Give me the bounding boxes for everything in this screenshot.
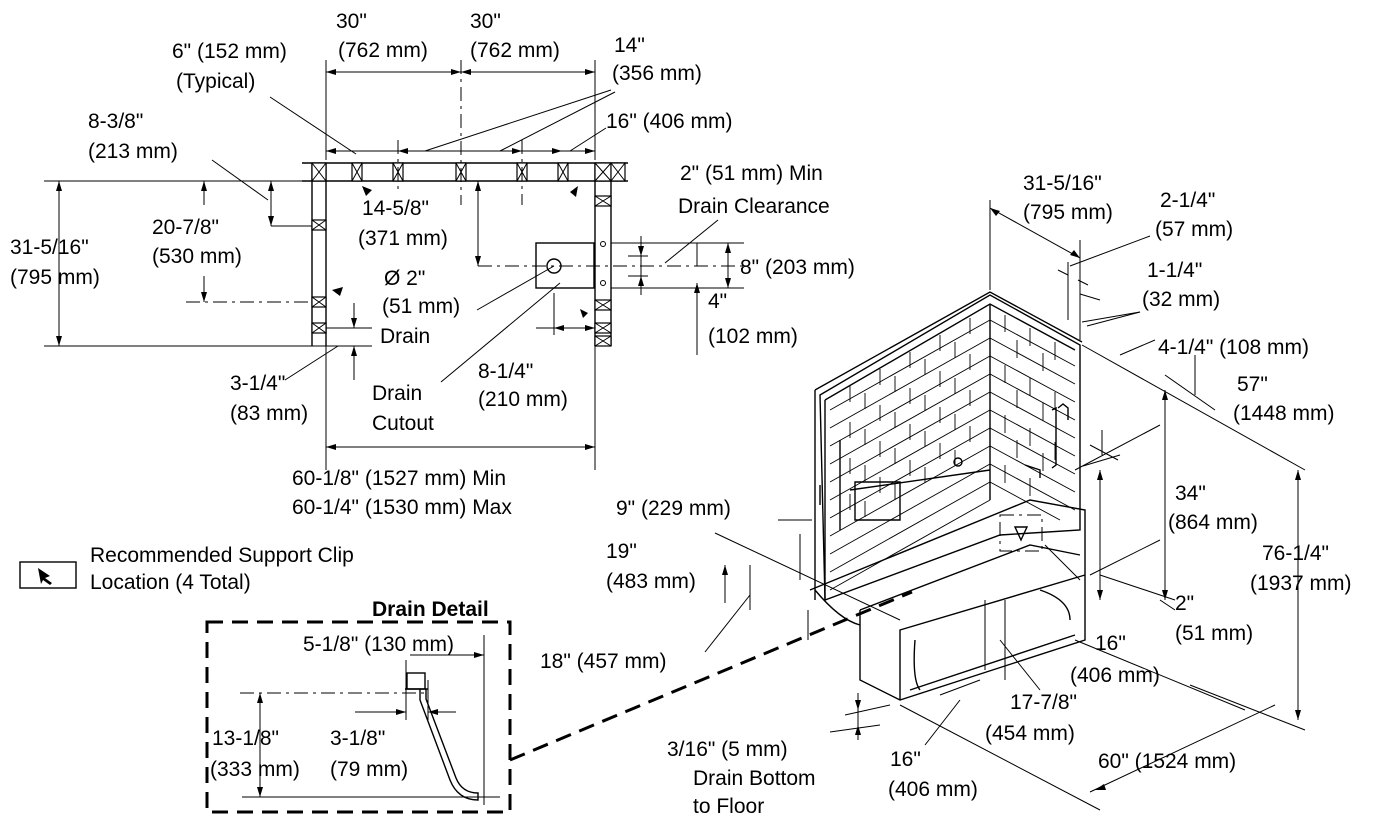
iso-2-mm: (51 mm) — [1175, 622, 1253, 645]
iso-16b-mm: (406 mm) — [888, 778, 978, 801]
detail-dim-5-1-8: 5-1/8" (130 mm) — [303, 633, 454, 656]
iso-3-16-line3: to Floor — [693, 795, 764, 818]
iso-76-1-4: 76-1/4" — [1262, 542, 1329, 565]
dim-4: 4" — [708, 290, 727, 313]
drain-detail-title: Drain Detail — [372, 598, 489, 621]
detail-dim-3-1-8-mm: (79 mm) — [330, 758, 408, 781]
dim-20-7-8-mm: (530 mm) — [152, 245, 242, 268]
dim-14-5-8: 14-5/8" — [362, 197, 429, 220]
iso-dimensions — [704, 200, 1306, 811]
legend-line2: Location (4 Total) — [90, 571, 251, 594]
dim-14: 14" — [614, 34, 645, 57]
dim-8-1-4-mm: (210 mm) — [478, 388, 568, 411]
dim-14-5-8-mm: (371 mm) — [358, 227, 448, 250]
width-min: 60-1/8" (1527 mm) Min — [292, 467, 506, 490]
iso-9: 9" (229 mm) — [616, 497, 731, 520]
clearance-line2: Drain Clearance — [678, 195, 830, 218]
iso-31-5-16: 31-5/16" — [1023, 172, 1102, 195]
legend-line1: Recommended Support Clip — [90, 544, 354, 567]
iso-34: 34" — [1175, 482, 1206, 505]
iso-57-mm: (1448 mm) — [1233, 402, 1335, 425]
iso-4-1-4: 4-1/4" (108 mm) — [1158, 336, 1309, 359]
dim-8: 8" (203 mm) — [740, 256, 855, 279]
iso-57: 57" — [1237, 373, 1268, 396]
iso-17-7-8-mm: (454 mm) — [985, 722, 1075, 745]
iso-3-16: 3/16" (5 mm) — [667, 738, 788, 761]
iso-1-1-4-mm: (32 mm) — [1142, 288, 1220, 311]
wall-studs — [311, 162, 626, 347]
dim-30a: 30" — [336, 10, 367, 33]
cutout-line2: Cutout — [372, 412, 434, 435]
drain-label: Drain — [380, 325, 430, 348]
support-clip-icon — [19, 561, 77, 589]
iso-16a-mm: (406 mm) — [1070, 664, 1160, 687]
dim-3-1-4: 3-1/4" — [230, 372, 285, 395]
iso-1-1-4: 1-1/4" — [1147, 259, 1202, 282]
dim-6: 6" (152 mm) — [172, 40, 287, 63]
iso-18: 18" (457 mm) — [540, 650, 667, 673]
dim-16: 16" (406 mm) — [606, 110, 733, 133]
iso-17-7-8: 17-7/8" — [1010, 691, 1077, 714]
brick-pattern — [829, 315, 1076, 591]
iso-16a: 16" — [1095, 632, 1126, 655]
dim-14-mm: (356 mm) — [612, 62, 702, 85]
dim-3-1-4-mm: (83 mm) — [230, 402, 308, 425]
detail-dim-13-1-8-mm: (333 mm) — [210, 758, 300, 781]
drain-diameter-mm: (51 mm) — [382, 295, 460, 318]
shower-unit-iso — [809, 291, 1086, 701]
cutout-line1: Drain — [372, 382, 422, 405]
iso-31-5-16-mm: (795 mm) — [1023, 201, 1113, 224]
iso-16b: 16" — [890, 748, 921, 771]
clearance-line1: 2" (51 mm) Min — [680, 162, 823, 185]
detail-dim-13-1-8: 13-1/8" — [212, 727, 279, 750]
dim-6-note: (Typical) — [176, 70, 255, 93]
iso-34-mm: (864 mm) — [1168, 511, 1258, 534]
iso-60: 60" (1524 mm) — [1098, 750, 1236, 773]
iso-19: 19" — [606, 540, 637, 563]
dim-8-3-8: 8-3/8" — [88, 110, 143, 133]
iso-76-1-4-mm: (1937 mm) — [1250, 572, 1352, 595]
support-clip-legend — [19, 561, 77, 589]
iso-19-mm: (483 mm) — [606, 570, 696, 593]
dim-30b-mm: (762 mm) — [470, 39, 560, 62]
dim-20-7-8: 20-7/8" — [152, 216, 219, 239]
dim-30b: 30" — [470, 10, 501, 33]
drain-diameter: Ø 2" — [384, 267, 425, 290]
width-max: 60-1/4" (1530 mm) Max — [292, 496, 512, 519]
dim-30a-mm: (762 mm) — [338, 39, 428, 62]
iso-3-16-line2: Drain Bottom — [693, 767, 816, 790]
drain-detail — [205, 620, 512, 814]
iso-2-1-4: 2-1/4" — [1160, 189, 1215, 212]
dim-4-mm: (102 mm) — [708, 325, 798, 348]
dim-31-5-16-mm: (795 mm) — [10, 266, 100, 289]
detail-dim-3-1-8: 3-1/8" — [330, 727, 385, 750]
dim-8-1-4: 8-1/4" — [478, 360, 533, 383]
dim-31-5-16: 31-5/16" — [10, 236, 89, 259]
iso-2-1-4-mm: (57 mm) — [1155, 218, 1233, 241]
dim-8-3-8-mm: (213 mm) — [88, 140, 178, 163]
iso-2: 2" — [1175, 592, 1194, 615]
plan-view — [44, 60, 744, 470]
